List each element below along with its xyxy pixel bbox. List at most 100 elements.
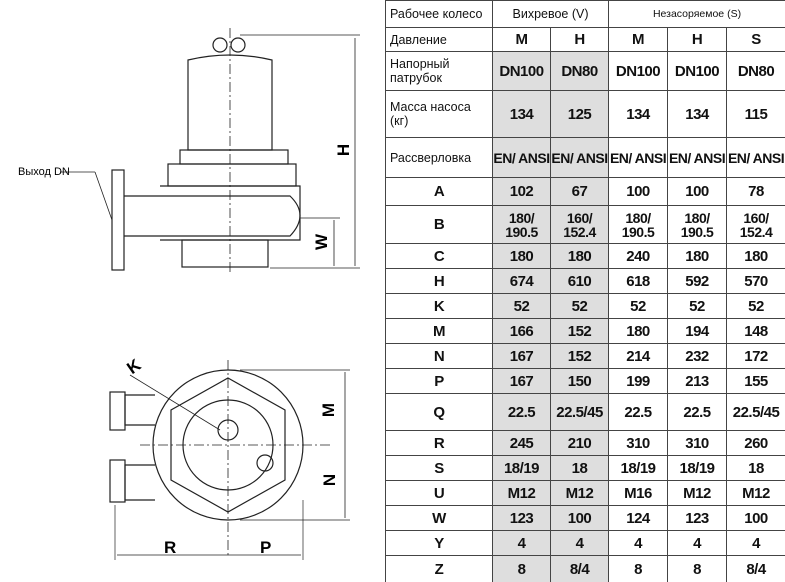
- row-label: P: [385, 368, 493, 394]
- row-label: B: [385, 205, 493, 244]
- value-cell: DN80: [726, 51, 785, 91]
- row-label: M: [385, 318, 493, 344]
- row-label: Y: [385, 530, 493, 556]
- pump-top-view: [109, 360, 350, 560]
- value-cell: 180: [492, 243, 551, 269]
- value-cell: 180/ 190.5: [608, 205, 669, 244]
- value-cell: 115: [726, 90, 785, 138]
- value-cell: 22.5: [667, 393, 728, 431]
- value-cell: 152: [549, 318, 610, 344]
- value-cell: 180: [549, 243, 610, 269]
- value-cell: 570: [726, 268, 785, 294]
- value-cell: M16: [608, 480, 669, 506]
- value-cell: 18: [726, 455, 785, 481]
- value-cell: 260: [726, 430, 785, 456]
- value-cell: EN/ ANSI: [549, 137, 610, 178]
- value-cell: 180: [667, 243, 728, 269]
- value-cell: 199: [608, 368, 669, 394]
- row-label: R: [385, 430, 493, 456]
- dimensions-table: Рабочее колесо Вихревое (V) Незасоряемое…: [385, 0, 785, 582]
- row-label: Масса насоса (кг): [385, 90, 493, 138]
- value-cell: 232: [667, 343, 728, 369]
- value-cell: 618: [608, 268, 669, 294]
- value-cell: 125: [549, 90, 610, 138]
- value-cell: 18/19: [608, 455, 669, 481]
- outlet-label: Выход DN: [18, 166, 70, 178]
- value-cell: 4: [608, 530, 669, 556]
- value-cell: 240: [608, 243, 669, 269]
- value-cell: 134: [492, 90, 551, 138]
- value-cell: 214: [608, 343, 669, 369]
- value-cell: 100: [549, 505, 610, 531]
- value-cell: 8: [667, 555, 728, 582]
- pressure-cell: M: [492, 27, 551, 52]
- value-cell: 100: [667, 177, 728, 206]
- impeller-row: Рабочее колесо Вихревое (V) Незасоряемое…: [385, 0, 785, 28]
- dim-label-p: P: [260, 538, 272, 557]
- pressure-cell: S: [726, 27, 785, 52]
- value-cell: M12: [549, 480, 610, 506]
- vortex-header: Вихревое (V): [491, 0, 610, 28]
- value-cell: 180/ 190.5: [492, 205, 551, 244]
- value-cell: 22.5: [608, 393, 669, 431]
- value-cell: 18: [549, 455, 610, 481]
- nonclog-header: Незасоряемое (S): [608, 0, 785, 28]
- value-cell: 4: [726, 530, 785, 556]
- value-cell: EN/ ANSI: [608, 137, 669, 178]
- value-cell: 100: [608, 177, 669, 206]
- dim-label-n: N: [320, 473, 340, 487]
- value-cell: 148: [726, 318, 785, 344]
- row-label: Рассверловка: [385, 137, 493, 178]
- value-cell: 180/ 190.5: [667, 205, 728, 244]
- value-cell: 310: [667, 430, 728, 456]
- value-cell: 4: [492, 530, 551, 556]
- row-label: Напорный патрубок: [385, 51, 493, 91]
- value-cell: 123: [492, 505, 551, 531]
- value-cell: 52: [608, 293, 669, 319]
- value-cell: 194: [667, 318, 728, 344]
- value-cell: 674: [492, 268, 551, 294]
- value-cell: 310: [608, 430, 669, 456]
- pressure-cell: H: [549, 27, 610, 52]
- value-cell: 180: [608, 318, 669, 344]
- value-cell: 8: [608, 555, 669, 582]
- value-cell: M12: [726, 480, 785, 506]
- value-cell: 150: [549, 368, 610, 394]
- value-cell: 134: [667, 90, 728, 138]
- row-label: W: [385, 505, 493, 531]
- pressure-row: Давление M H M H S: [385, 27, 785, 52]
- value-cell: 102: [492, 177, 551, 206]
- value-cell: 22.5/45: [726, 393, 785, 431]
- row-label: Q: [385, 393, 493, 431]
- row-label: C: [385, 243, 493, 269]
- value-cell: 172: [726, 343, 785, 369]
- value-cell: DN80: [549, 51, 610, 91]
- value-cell: 134: [608, 90, 669, 138]
- value-cell: 123: [667, 505, 728, 531]
- row-label: H: [385, 268, 493, 294]
- value-cell: 4: [549, 530, 610, 556]
- value-cell: 592: [667, 268, 728, 294]
- value-cell: DN100: [608, 51, 669, 91]
- value-cell: 8/4: [726, 555, 785, 582]
- value-cell: 167: [492, 343, 551, 369]
- value-cell: 18/19: [492, 455, 551, 481]
- value-cell: 52: [492, 293, 551, 319]
- dim-label-r: R: [164, 538, 177, 557]
- value-cell: 100: [726, 505, 785, 531]
- value-cell: 180: [726, 243, 785, 269]
- value-cell: M12: [667, 480, 728, 506]
